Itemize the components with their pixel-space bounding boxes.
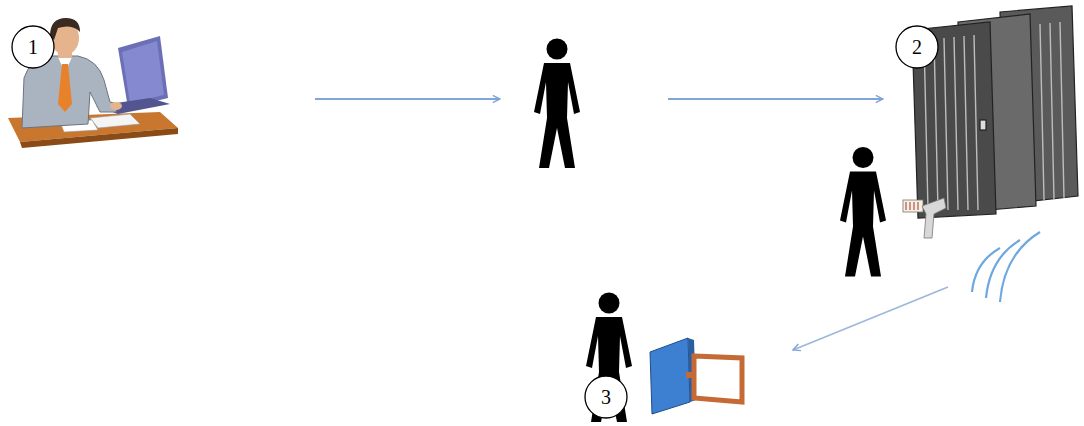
flow-arrow: [793, 287, 948, 350]
callout-circle: 2: [895, 25, 939, 69]
callout-number: 1: [28, 37, 38, 57]
callout-number: 3: [601, 387, 611, 407]
callout-number: 2: [912, 37, 922, 57]
person-figure: [534, 39, 580, 169]
door-reader: [650, 338, 742, 414]
businessman-clipart: [8, 18, 178, 148]
flow-arrow: [315, 98, 500, 100]
person-figure: [586, 293, 632, 423]
callout-circle: 3: [584, 375, 628, 419]
person-figure: [840, 147, 886, 277]
flow-arrow: [668, 98, 883, 100]
wireless-signal: [972, 232, 1040, 302]
callout-circle: 1: [11, 25, 55, 69]
barcode-scanner: [903, 198, 946, 238]
server-racks: [912, 6, 1078, 218]
